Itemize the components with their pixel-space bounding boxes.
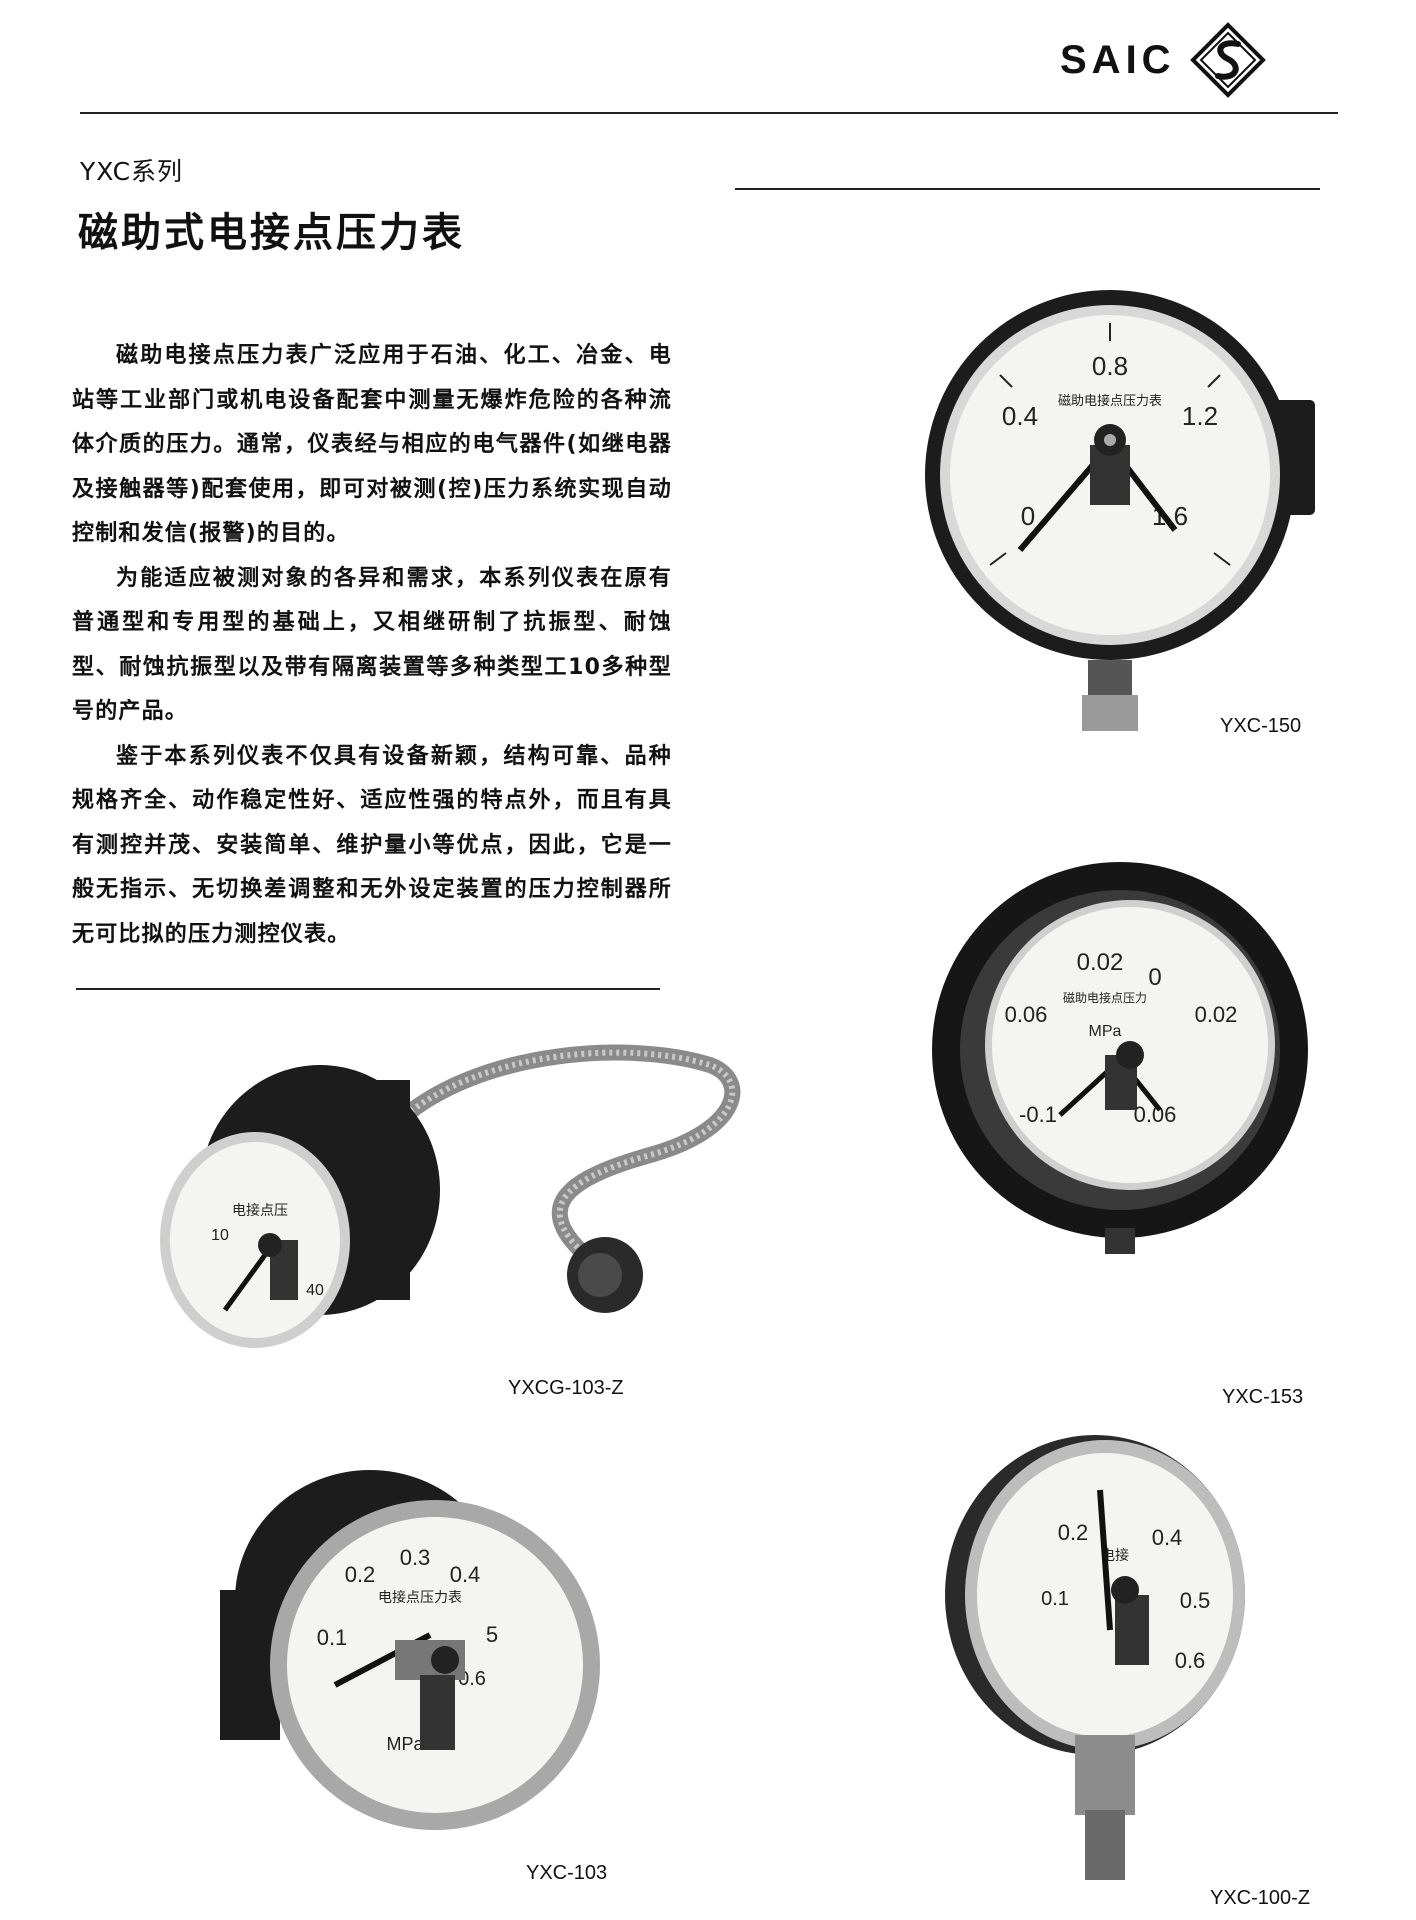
title-side-rule — [735, 188, 1320, 190]
yxc150-scale-0.8: 0.8 — [1092, 351, 1128, 381]
yxc103-unit: MPa — [386, 1734, 424, 1754]
saic-logo-icon — [1189, 22, 1266, 98]
text-bottom-rule — [76, 988, 660, 990]
yxc103-scale-5: 5 — [486, 1622, 498, 1647]
caption-yxc103: YXC-103 — [526, 1862, 608, 1884]
paragraph-3: 鉴于本系列仪表不仅具有设备新颖，结构可靠、品种规格齐全、动作稳定性好、适应性强的… — [72, 743, 672, 947]
yxc100z-scale-0.2: 0.2 — [1058, 1520, 1089, 1545]
yxc153-scale-0: 0 — [1148, 964, 1161, 991]
product-photo-yxc150: 0.8 0.4 1.2 0 1.6 磁助电接点压力表 — [925, 290, 1315, 731]
yxc100z-scale-0.5: 0.5 — [1180, 1588, 1211, 1613]
yxc150-scale-0.4: 0.4 — [1002, 401, 1038, 431]
yxc150-scale-0: 0 — [1021, 501, 1035, 531]
yxc153-scale-0.02-pos: 0.02 — [1195, 1002, 1238, 1027]
brand-name: SAIC — [1060, 37, 1176, 82]
header-rule — [80, 112, 1338, 114]
yxc103-scale-0.4: 0.4 — [450, 1562, 481, 1587]
yxc103-scale-0.6: 0.6 — [458, 1668, 486, 1690]
yxc150-dial-title: 磁助电接点压力表 — [1058, 393, 1162, 408]
paragraph-2: 为能适应被测对象的各异和需求，本系列仪表在原有普通型和专用型的基础上，又相继研制… — [72, 565, 672, 725]
yxc153-scale-0.06-neg: 0.06 — [1005, 1002, 1048, 1027]
product-photo-yxc153: 0.02 0 0.06 0.02 -0.1 0.06 磁助电接点压力 MPa — [932, 862, 1308, 1254]
page-title: 磁助式电接点压力表 — [78, 210, 465, 256]
yxc150-scale-1.2: 1.2 — [1182, 401, 1218, 431]
yxc100z-scale-0.6: 0.6 — [1175, 1648, 1206, 1673]
caption-yxc100z: YXC-100-Z — [1210, 1887, 1311, 1909]
yxc153-scale-0.02-neg: 0.02 — [1077, 949, 1124, 976]
description-text: 磁助电接点压力表广泛应用于石油、化工、冶金、电站等工业部门或机电设备配套中测量无… — [72, 334, 672, 957]
yxcg103z-scale-10: 10 — [211, 1227, 229, 1244]
product-photo-yxc103: 0.3 0.2 0.4 0.1 5 0.6 电接点压力表 MPa — [220, 1470, 600, 1830]
yxc153-unit: MPa — [1089, 1023, 1122, 1040]
yxc100z-dial-title: 电接 — [1101, 1547, 1129, 1563]
yxc153-scale-minus-0.1: -0.1 — [1019, 1102, 1057, 1127]
yxc103-scale-0.1: 0.1 — [317, 1625, 348, 1650]
yxc103-dial-title: 电接点压力表 — [378, 1589, 462, 1605]
yxc103-scale-0.3: 0.3 — [400, 1545, 431, 1570]
paragraph-1: 磁助电接点压力表广泛应用于石油、化工、冶金、电站等工业部门或机电设备配套中测量无… — [72, 343, 672, 546]
yxc153-dial-title: 磁助电接点压力 — [1063, 990, 1147, 1005]
yxc100z-scale-0.4: 0.4 — [1152, 1525, 1183, 1550]
caption-yxc153: YXC-153 — [1222, 1386, 1304, 1408]
product-photo-yxc100z: 0.2 0.4 0.1 0.5 0.6 电接 — [945, 1435, 1245, 1880]
yxcg103z-scale-40: 40 — [306, 1282, 324, 1299]
yxc103-scale-0.2: 0.2 — [345, 1562, 376, 1587]
caption-yxcg103z: YXCG-103-Z — [508, 1377, 624, 1399]
yxc100z-scale-0.1: 0.1 — [1041, 1588, 1069, 1610]
yxcg103z-dial-title: 电接点压 — [232, 1202, 288, 1218]
series-label: YXC系列 — [80, 157, 184, 186]
brand-header: SAIC — [1060, 22, 1266, 98]
product-photo-yxcg103z: 电接点压 10 40 — [160, 1044, 741, 1348]
caption-yxc150: YXC-150 — [1220, 715, 1302, 737]
